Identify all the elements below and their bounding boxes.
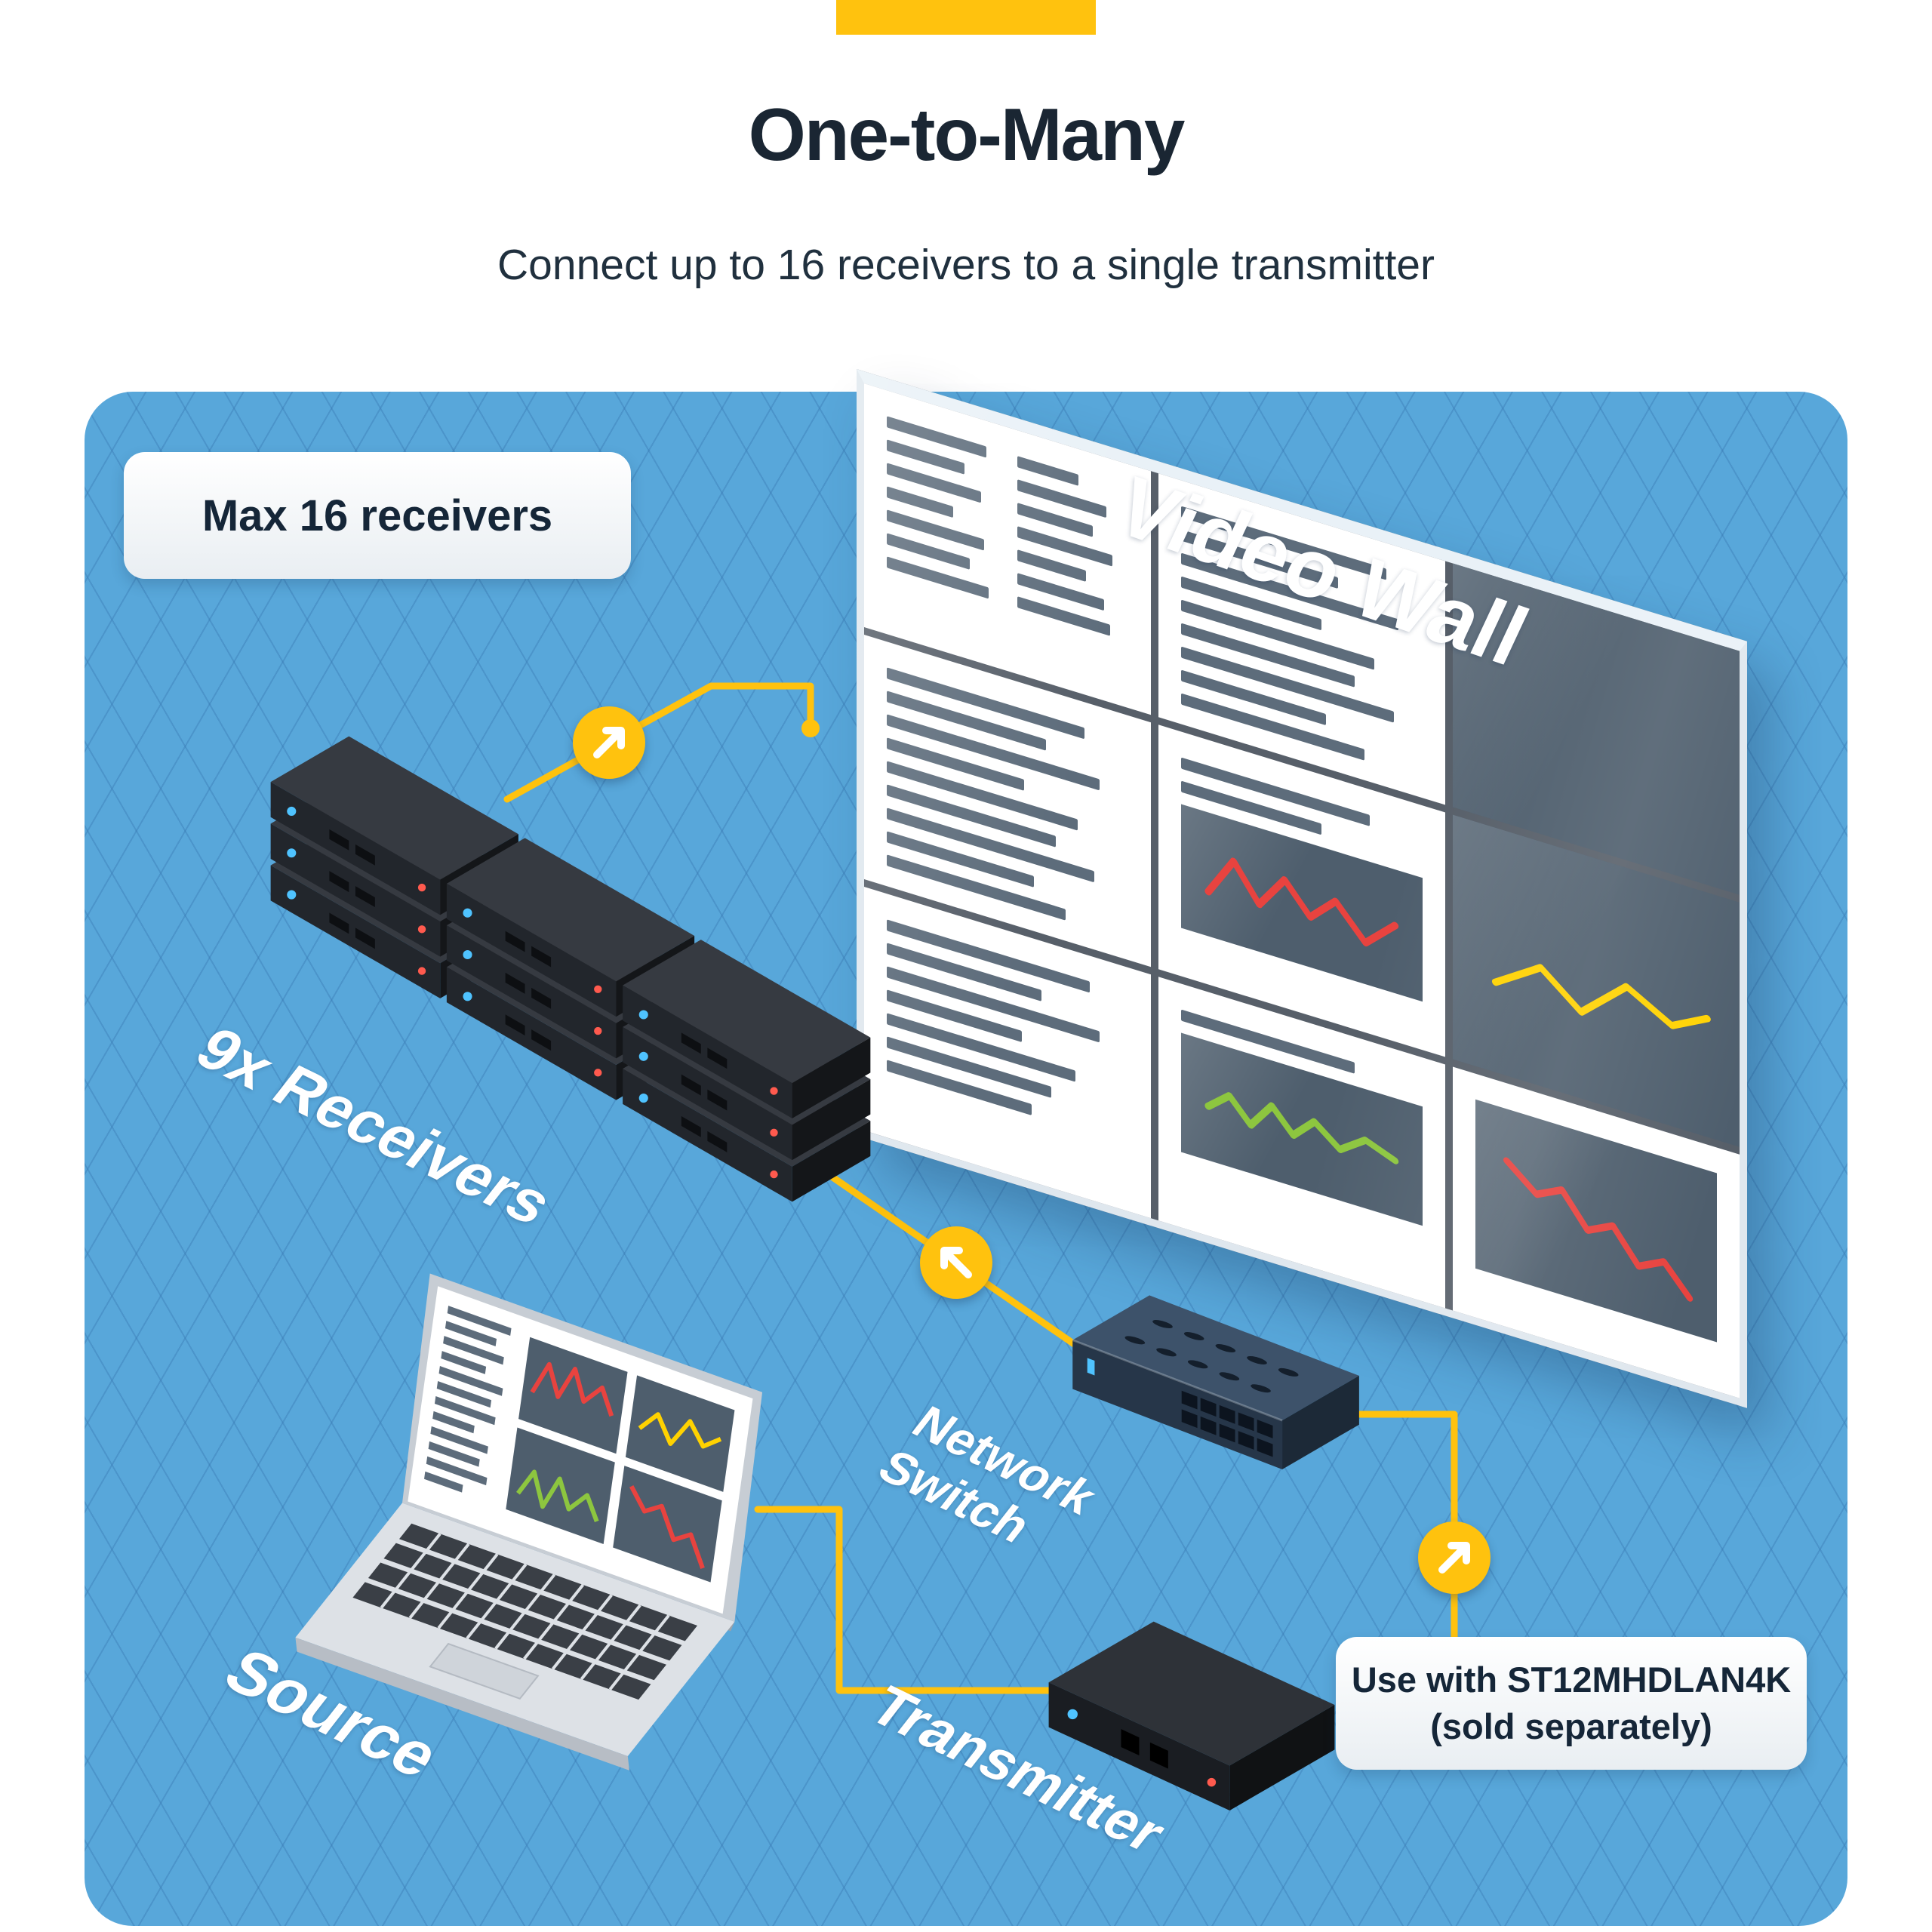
max-receivers-badge: Max 16 receivers: [124, 452, 631, 579]
max-receivers-badge-label: Max 16 receivers: [202, 491, 553, 540]
network-switch-illustration: [1072, 1295, 1359, 1469]
chart-screen: [1181, 1032, 1423, 1226]
flow-arrow-up-right-icon: [573, 706, 645, 779]
diagram-panel: Max 16 receivers: [85, 369, 1847, 1926]
page-subtitle: Connect up to 16 receivers to a single t…: [497, 241, 1435, 289]
transmitter-illustration: [1048, 1621, 1335, 1810]
top-accent-bar: [836, 0, 1096, 35]
video-wall-screen: [1453, 1066, 1740, 1398]
chart-screen: [1181, 804, 1423, 1002]
video-wall-illustration: [857, 369, 1747, 1408]
video-wall-screen: [1158, 724, 1445, 1057]
note-line1: Use with ST12MHDLAN4K: [1351, 1659, 1792, 1700]
flow-arrow-up-right-icon: [1418, 1521, 1491, 1594]
flow-arrow-up-left-icon: [920, 1226, 992, 1299]
video-wall-screen: [1453, 814, 1740, 1147]
laptop-illustration: [272, 1266, 794, 1788]
note-box: Use with ST12MHDLAN4K (sold separately): [1336, 1637, 1807, 1770]
connector-dot: [801, 719, 820, 737]
note-line2: (sold separately): [1430, 1706, 1712, 1746]
page-title: One-to-Many: [748, 93, 1186, 176]
video-wall-screen: [1158, 976, 1445, 1309]
chart-screen: [1475, 1099, 1717, 1343]
